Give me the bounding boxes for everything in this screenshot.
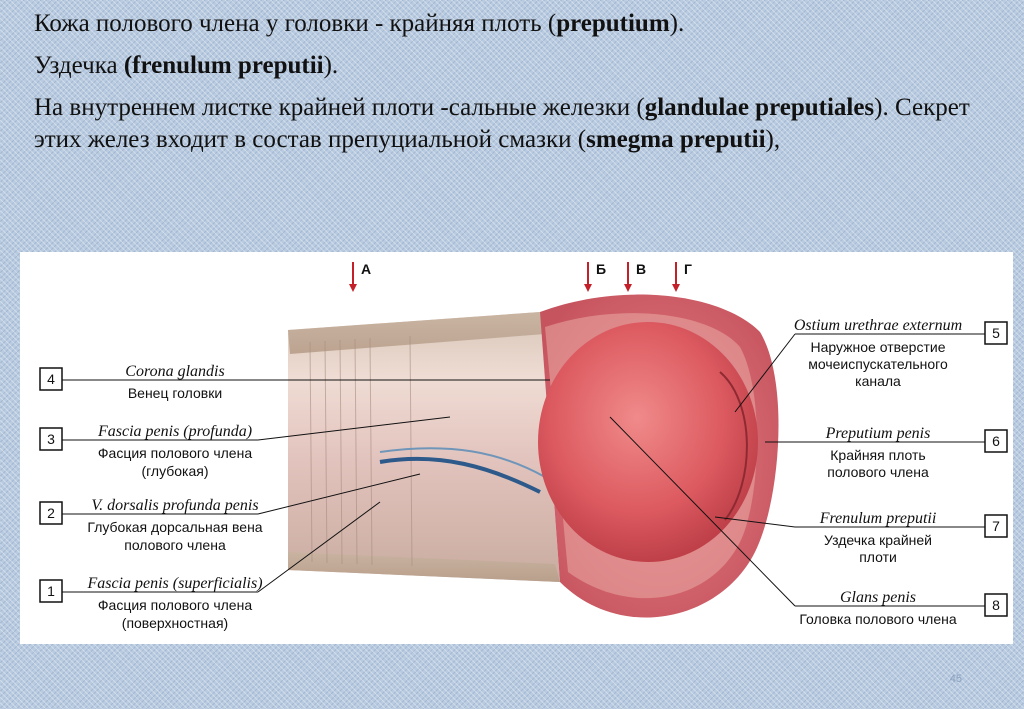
latin-name: Ostium urethrae externum [794,317,962,334]
russian-name: Глубокая дорсальная вена [87,519,262,535]
russian-name: полового члена [827,464,929,480]
russian-name: плоти [859,549,897,565]
label-number: 2 [47,505,55,521]
arrow-a: А [349,261,371,292]
latin-term: (frenulum preputii [123,52,324,79]
page-number: 45 [949,673,962,685]
russian-name-cont: (глубокая) [141,463,208,479]
latin-term: preputium [556,10,670,37]
label-number-box [39,501,63,525]
arrow-g: Г [672,261,692,292]
arrow-b: Б [584,261,606,292]
glans-penis [538,322,758,562]
label-number-box [39,367,63,391]
slide-text: Кожа полового члена у головки - крайняя … [34,8,994,166]
svg-text:А: А [361,261,371,277]
russian-name: канала [855,373,901,389]
text-run: Кожа полового члена у головки - крайняя … [34,10,557,37]
russian-name: Фасция полового члена [98,597,252,613]
text-run: Уздечка [34,52,124,79]
label-number: 4 [47,371,55,387]
label-number: 3 [47,431,55,447]
latin-term: smegma preputii [586,126,766,153]
latin-name: Fascia penis (profunda) [97,423,252,440]
russian-name: Венец головки [128,385,222,401]
svg-text:Б: Б [596,261,606,277]
latin-name: V. dorsalis profunda penis [91,497,258,514]
text-run: ). [323,52,339,79]
russian-name: Фасция полового члена [98,445,252,461]
text-line-preputium: Кожа полового члена у головки - крайняя … [34,8,994,40]
label-number: 7 [992,518,1000,534]
label-number: 5 [992,325,1000,341]
russian-name: Уздечка крайней [824,532,932,548]
latin-name: Fascia penis (superficialis) [86,575,262,592]
latin-name: Glans penis [840,589,916,606]
section-arrows: А Б В Г [349,261,692,292]
text-run: На внутреннем листке крайней плоти -саль… [34,94,645,121]
urethral-opening [719,371,748,521]
latin-name: Corona glandis [125,363,224,380]
left-label-3: 3 Fascia penis (profunda) Фасция полового … [39,416,451,479]
svg-text:Г: Г [684,261,692,277]
latin-name: Preputium penis [825,425,931,442]
russian-name: Крайняя плоть [830,447,925,463]
left-label-1: 1 Fascia penis (superficialis) Фасция поло… [39,501,381,631]
text-line-glandulae: На внутреннем листке крайней плоти -саль… [34,92,994,156]
deep-dorsal-vein [379,456,541,494]
russian-name: Головка полового члена [799,611,956,627]
label-number: 8 [992,597,1000,613]
text-run: ). [669,10,685,37]
svg-text:В: В [636,261,646,277]
latin-name: Frenulum preputii [819,510,937,527]
arrow-v: В [624,261,646,292]
text-line-frenulum: Уздечка (frenulum preputii). [34,50,994,82]
russian-name: мочеиспускательного [808,356,948,372]
label-number-box [39,427,63,451]
russian-name-cont: (поверхностная) [122,615,228,631]
russian-name-cont: полового члена [124,537,226,553]
text-run: ). Секрет этих желез входит в состав пре… [34,94,970,153]
label-number-box [39,579,63,603]
label-number: 6 [992,433,1000,449]
penis-shaft [288,312,560,582]
latin-term: glandulae preputiales [644,94,875,121]
russian-name: Наружное отверстие [810,339,945,355]
label-number: 1 [47,583,55,599]
text-run: ), [765,126,781,153]
